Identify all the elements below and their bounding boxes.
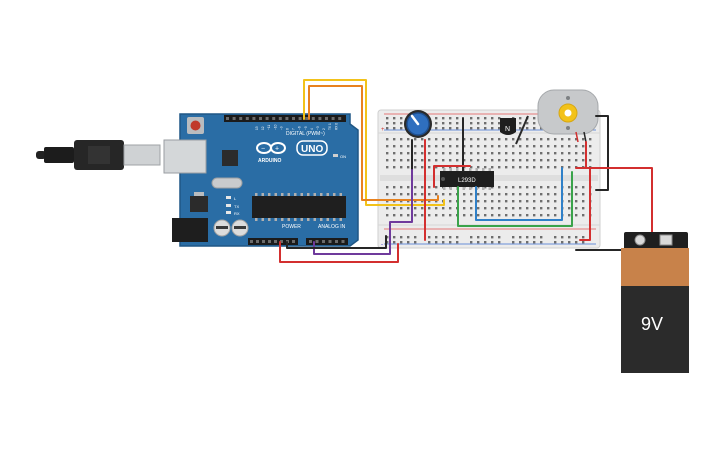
- on-label: ON: [340, 154, 346, 159]
- transistor-label: N: [505, 126, 510, 133]
- digital-pin-label: 8: [286, 128, 290, 130]
- rx-label: RX: [234, 211, 240, 216]
- dc-motor[interactable]: [537, 89, 599, 143]
- analog-header: [306, 238, 348, 245]
- digital-pin-label: 12: [261, 126, 265, 130]
- usb-jack: [163, 139, 207, 174]
- transistor[interactable]: N: [500, 118, 516, 135]
- tx-label: TX: [234, 204, 239, 209]
- rail-minus-label: -: [381, 242, 383, 248]
- gear-icon: [558, 103, 578, 123]
- digital-pin-label: TX 1: [328, 123, 332, 130]
- digital-pin-label: ~3: [316, 126, 320, 130]
- usb-chip: [222, 150, 238, 166]
- digital-header-label: DIGITAL (PWM~): [286, 131, 325, 137]
- digital-pin-label: 2: [322, 128, 326, 130]
- svg-text:−: −: [261, 146, 265, 153]
- digital-pin-label: ~5: [304, 126, 308, 130]
- digital-pin-label: 4: [310, 128, 314, 130]
- breadboard-holes: [386, 117, 592, 244]
- digital-pin-label: ~10: [273, 124, 277, 130]
- svg-text:+: +: [275, 146, 279, 153]
- l-label: L: [234, 196, 237, 201]
- digital-header-pins: [226, 117, 342, 120]
- wire-green: [457, 171, 573, 227]
- digital-pin-label: RX 0: [334, 123, 338, 130]
- l293d-ic[interactable]: L293D: [440, 168, 494, 190]
- wire-red-rail: [579, 167, 591, 241]
- wire-red-5v: [279, 241, 399, 263]
- digital-pin-label: 13: [255, 126, 259, 130]
- voltage-regulator: [190, 196, 208, 212]
- wire-red-ic: [433, 165, 471, 188]
- ic-label: L293D: [458, 178, 476, 184]
- analog-header-label: ANALOG IN: [318, 224, 346, 230]
- battery-label: 9V: [641, 314, 663, 334]
- wire-yellow: [303, 79, 445, 206]
- atmega-chip: [252, 196, 346, 218]
- potentiometer[interactable]: [404, 110, 432, 138]
- power-header: [248, 238, 298, 245]
- usb-cable[interactable]: [36, 140, 161, 170]
- rail-plus-label: +: [381, 127, 385, 133]
- diode: [515, 115, 529, 145]
- wire-orange: [308, 85, 439, 201]
- battery-9v[interactable]: 9V: [621, 232, 689, 373]
- digital-pin-label: ~11: [267, 125, 271, 130]
- arduino-logo: − + ARDUINO UNO: [256, 140, 328, 164]
- digital-pin-label: 7: [292, 128, 296, 130]
- power-header-label: POWER: [282, 224, 301, 230]
- wire-red-battery: [575, 167, 653, 235]
- power-jack: [172, 218, 208, 242]
- brand-label: ARDUINO: [258, 158, 281, 164]
- crystal: [211, 177, 243, 189]
- digital-pin-label: ~9: [279, 126, 283, 130]
- reset-button-icon[interactable]: [187, 117, 204, 134]
- model-label: UNO: [301, 144, 323, 155]
- wire-black-gnd: [286, 235, 387, 249]
- wires: [279, 79, 653, 263]
- wire-purple: [313, 169, 413, 255]
- digital-pin-label: ~6: [298, 126, 302, 130]
- wire-black-motor: [595, 115, 609, 191]
- wire-blue: [475, 167, 563, 221]
- digital-header: [224, 115, 346, 122]
